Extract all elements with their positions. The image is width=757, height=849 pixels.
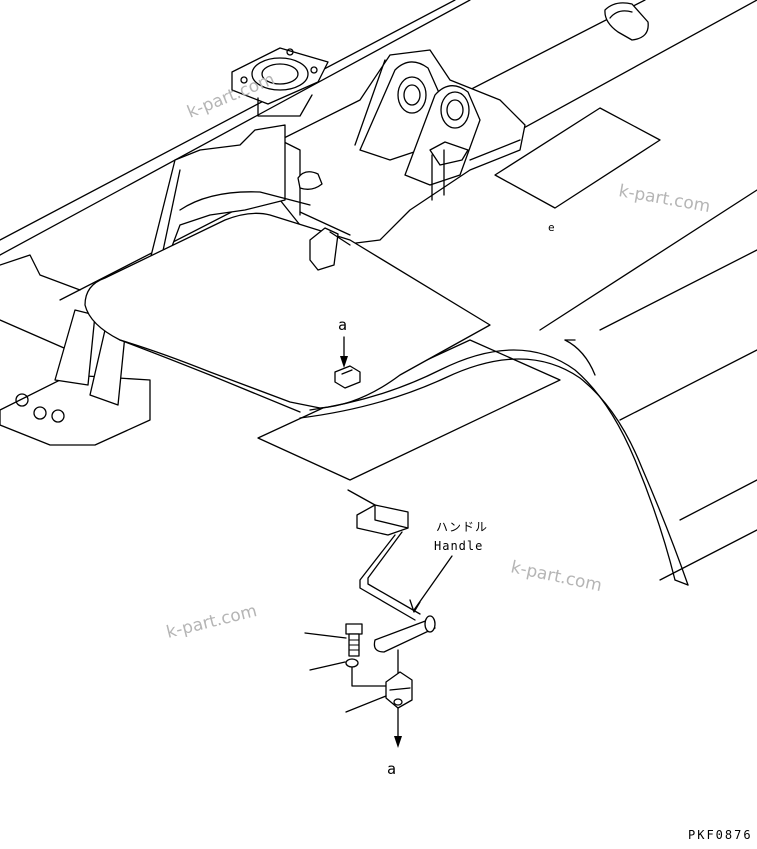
handle-leader-arrow xyxy=(409,599,421,613)
small-mark: e xyxy=(548,221,555,234)
pivot-bracket xyxy=(279,49,526,246)
drawing-code: PKF0876 xyxy=(688,828,753,842)
handle-label-en: Handle xyxy=(434,539,483,553)
rod-clip xyxy=(309,227,351,271)
callout-arrow-bottom xyxy=(394,707,402,748)
watermark: k-part.com xyxy=(164,601,259,643)
callout-label-a-bottom: a xyxy=(387,760,396,778)
left-base-plate xyxy=(0,254,151,446)
callout-arrow-top xyxy=(340,336,348,368)
handle-leader xyxy=(413,555,453,611)
washer xyxy=(309,658,389,687)
watermark: k-part.com xyxy=(509,557,604,596)
curved-rod xyxy=(299,339,689,586)
handle-label-ja: ハンドル xyxy=(436,520,488,534)
cylinder-boss xyxy=(604,2,649,41)
clamp xyxy=(345,671,413,713)
mounting-flange xyxy=(231,47,329,117)
watermark: k-part.com xyxy=(617,181,712,217)
bolt xyxy=(304,623,363,657)
callout-label-a-top: a xyxy=(338,316,347,334)
cover-plate xyxy=(84,191,491,413)
handle-assembly xyxy=(347,489,436,691)
